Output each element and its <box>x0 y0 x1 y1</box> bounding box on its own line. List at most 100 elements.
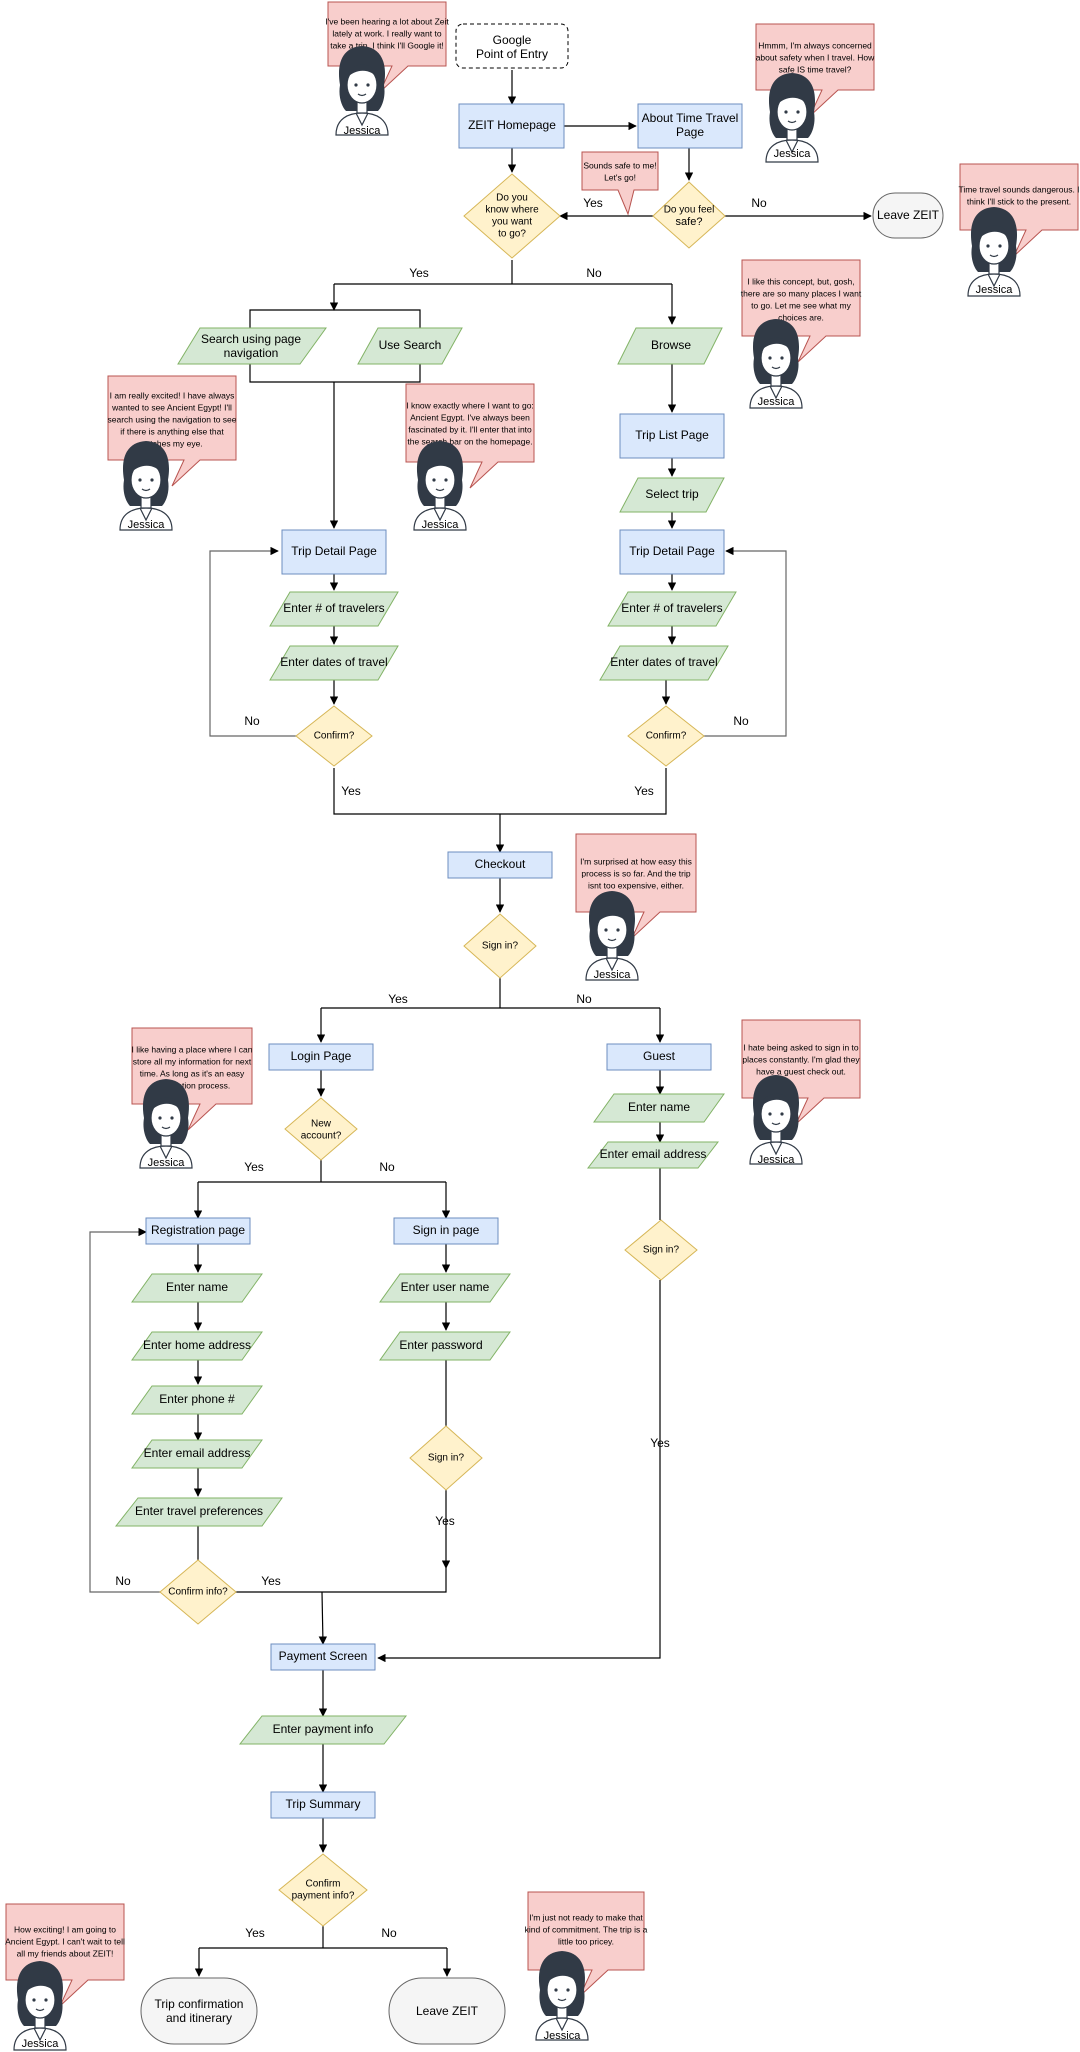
svg-text:Trip confirmation: Trip confirmation <box>155 1997 244 2011</box>
payment-info-input: Enter payment info <box>238 1715 408 1745</box>
svg-text:Enter payment info: Enter payment info <box>273 1722 374 1736</box>
signin-decision: Sign in? <box>463 913 537 979</box>
svg-text:Ancient Egypt. I've always bee: Ancient Egypt. I've always been <box>410 412 530 422</box>
svg-text:Trip Detail Page: Trip Detail Page <box>291 544 377 558</box>
svg-text:Page: Page <box>676 125 704 139</box>
jessica-avatar <box>119 440 173 531</box>
svg-text:Enter travel preferences: Enter travel preferences <box>135 1504 263 1518</box>
svg-text:time. As long as it's an easy: time. As long as it's an easy <box>140 1068 245 1078</box>
checkout-node: Checkout <box>447 851 553 879</box>
signin2-decision: Sign in? <box>409 1425 483 1491</box>
svg-text:isnt too expensive, either.: isnt too expensive, either. <box>588 880 684 890</box>
svg-text:I'm surprised at how easy this: I'm surprised at how easy this <box>580 856 692 866</box>
reg-email-input: Enter email address <box>131 1439 263 1469</box>
label-signin2-yes: Yes <box>435 1514 455 1528</box>
svg-text:Enter password: Enter password <box>399 1338 482 1352</box>
label-newacct-yes: Yes <box>244 1160 264 1174</box>
persona-callouts: I've been hearing a lot about Zeit latel… <box>5 1 1080 2051</box>
svg-text:Jessica: Jessica <box>22 2038 60 2050</box>
svg-text:have a guest check out.: have a guest check out. <box>756 1066 846 1076</box>
reg-preferences-input: Enter travel preferences <box>114 1497 283 1527</box>
svg-text:ZEIT Homepage: ZEIT Homepage <box>468 118 556 132</box>
reg-phone-input: Enter phone # <box>131 1385 263 1415</box>
leave-zeit-terminal-2: Leave ZEIT <box>388 1977 506 2045</box>
svg-text:Enter user name: Enter user name <box>401 1280 490 1294</box>
nodes: Google Point of Entry ZEIT Homepage Abou… <box>114 23 944 2045</box>
svg-text:Enter home address: Enter home address <box>143 1338 251 1352</box>
label-confirm-right-no: No <box>733 714 749 728</box>
jessica-avatar <box>13 1960 67 2051</box>
svg-text:payment info?: payment info? <box>292 1891 355 1902</box>
jessica-avatar <box>413 440 467 531</box>
browse-input: Browse <box>617 327 723 365</box>
zeit-homepage-node: ZEIT Homepage <box>458 103 565 149</box>
svg-text:Select trip: Select trip <box>645 487 699 501</box>
confirm-left-decision: Confirm? <box>295 705 373 767</box>
svg-text:Enter # of travelers: Enter # of travelers <box>283 601 384 615</box>
svg-text:Payment Screen: Payment Screen <box>279 1649 368 1663</box>
svg-text:Sign in page: Sign in page <box>413 1223 480 1237</box>
jessica-callout-11: How exciting! I am going to Ancient Egyp… <box>5 1903 125 2051</box>
use-search-input: Use Search <box>357 327 463 365</box>
svg-text:there are so many places I wan: there are so many places I want <box>741 288 862 298</box>
svg-text:search using the navigation to: search using the navigation to see <box>107 414 236 424</box>
signin-page-node: Sign in page <box>393 1217 499 1245</box>
svg-text:fascinated by it. I'll enter t: fascinated by it. I'll enter that into <box>408 424 532 434</box>
svg-text:I like this concept, but, gosh: I like this concept, but, gosh, <box>747 276 854 286</box>
svg-text:Confirm?: Confirm? <box>314 731 355 742</box>
svg-text:Ancient Egypt. I can't wait to: Ancient Egypt. I can't wait to tell <box>5 1936 125 1946</box>
username-input: Enter user name <box>379 1273 511 1303</box>
svg-text:store all my information for n: store all my information for next <box>133 1056 252 1066</box>
guest-node: Guest <box>606 1043 712 1071</box>
svg-text:places constantly. I'm glad th: places constantly. I'm glad they <box>742 1054 860 1064</box>
svg-text:Enter name: Enter name <box>628 1100 690 1114</box>
label-guest-yes: Yes <box>650 1436 670 1450</box>
jessica-callout-2: Hmmm, I'm always concerned about safety … <box>755 23 875 163</box>
svg-text:the search bar on the homepage: the search bar on the homepage. <box>407 436 532 446</box>
edge-labels: Yes No Yes No No Yes No Yes Yes No Yes N… <box>115 196 767 1940</box>
svg-text:Let's go!: Let's go! <box>604 172 636 182</box>
svg-text:Time travel sounds dangerous.: Time travel sounds dangerous. I <box>958 184 1079 194</box>
jessica-callout-8: I'm surprised at how easy this process i… <box>575 833 697 981</box>
jessica-avatar <box>535 1950 589 2041</box>
svg-text:about safety when I travel. Ho: about safety when I travel. How <box>756 52 875 62</box>
svg-text:Enter email address: Enter email address <box>600 1147 707 1161</box>
trip-confirmation-terminal: Trip confirmation and itinerary <box>140 1977 258 2045</box>
svg-text:Confirm info?: Confirm info? <box>168 1587 228 1598</box>
label-payment-no: No <box>381 1926 397 1940</box>
svg-text:Enter # of travelers: Enter # of travelers <box>621 601 722 615</box>
svg-text:Jessica: Jessica <box>758 1154 796 1166</box>
confirm-info-decision: Confirm info? <box>159 1559 237 1625</box>
svg-text:think I'll stick to the presen: think I'll stick to the present. <box>967 196 1071 206</box>
svg-text:I've been hearing a lot about: I've been hearing a lot about Zeit <box>325 16 449 26</box>
confirm-right-decision: Confirm? <box>627 705 705 767</box>
reg-name-input: Enter name <box>131 1273 263 1303</box>
label-confirm-left-yes: Yes <box>341 784 361 798</box>
google-entry-node: Google Point of Entry <box>455 23 569 69</box>
svg-text:About Time Travel: About Time Travel <box>642 111 739 125</box>
svg-text:and itinerary: and itinerary <box>166 2011 232 2025</box>
label-payment-yes: Yes <box>245 1926 265 1940</box>
jessica-callout-9: I like having a place where I can store … <box>131 1027 253 1169</box>
svg-text:I like having a place where I: I like having a place where I can <box>132 1044 253 1054</box>
edges <box>89 70 872 1977</box>
svg-text:I know exactly where I want to: I know exactly where I want to go: <box>406 400 534 410</box>
svg-text:all my friends about ZEIT!: all my friends about ZEIT! <box>17 1948 114 1958</box>
password-input: Enter password <box>379 1331 511 1361</box>
dates-right-input: Enter dates of travel <box>599 645 729 681</box>
svg-text:Search using page: Search using page <box>201 332 301 346</box>
svg-text:Enter phone #: Enter phone # <box>159 1392 235 1406</box>
svg-text:account?: account? <box>301 1131 342 1142</box>
svg-text:Confirm: Confirm <box>305 1879 340 1890</box>
svg-text:New: New <box>311 1119 332 1130</box>
svg-text:Do you: Do you <box>496 193 528 204</box>
svg-text:choices are.: choices are. <box>778 312 824 322</box>
feel-safe-decision: Do you feel safe? <box>652 181 726 249</box>
svg-text:I hate being asked to sign in: I hate being asked to sign in to <box>743 1042 859 1052</box>
trip-list-page-node: Trip List Page <box>619 413 725 459</box>
label-signin-no: No <box>576 992 592 1006</box>
svg-text:to go?: to go? <box>498 229 526 240</box>
about-time-travel-node: About Time Travel Page <box>637 103 743 149</box>
jessica-avatar <box>749 318 803 409</box>
guest-name-input: Enter name <box>593 1093 725 1123</box>
